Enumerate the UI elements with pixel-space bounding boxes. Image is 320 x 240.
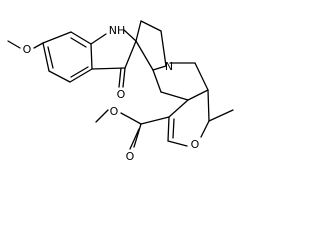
atom-label-bridge-nitrogen: N	[165, 60, 173, 73]
atom-label-pyran-oxygen: O	[191, 138, 200, 151]
atom-label-ester-oxygen: O	[110, 105, 119, 118]
methyl-ester-group	[95, 109, 170, 150]
benzene-ring	[42, 31, 93, 83]
indoxyl-ring	[90, 29, 137, 88]
molecule-structure: O NH O N O O O	[7, 20, 234, 163]
atom-label-methoxy-oxygen: O	[23, 43, 32, 56]
methoxy-group	[7, 40, 44, 49]
atom-label-ketone-oxygen: O	[117, 88, 126, 101]
piperidine-ring	[152, 62, 209, 101]
atom-label-nh: NH	[109, 24, 126, 37]
atom-label-carbonyl-oxygen: O	[126, 150, 135, 163]
pyrrolidine-ring	[135, 20, 167, 71]
dihydropyran-ring	[167, 89, 234, 147]
